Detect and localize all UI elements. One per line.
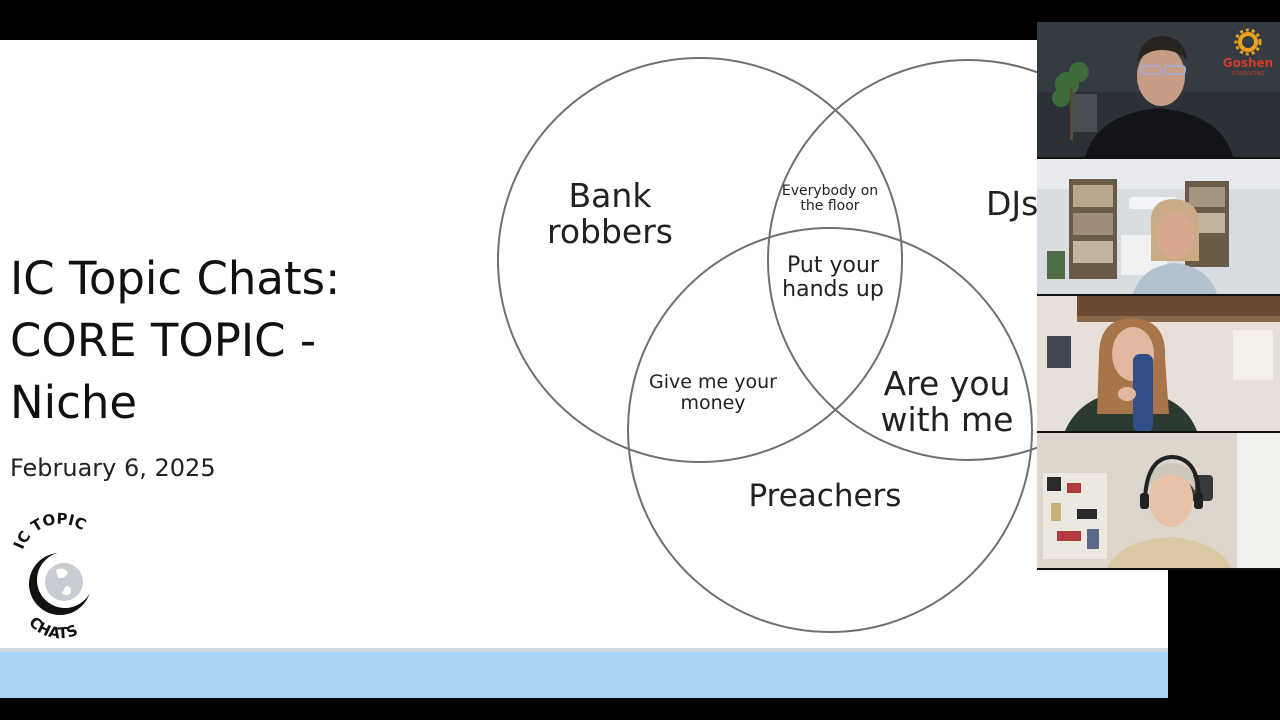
presentation-slide: IC Topic Chats: CORE TOPIC - Niche Febru… (0, 40, 1168, 698)
venn-label-preachers: Preachers (748, 478, 902, 514)
slide-date: February 6, 2025 (10, 454, 216, 482)
video-tile-participant-3[interactable] (1037, 296, 1280, 431)
participant-4-person (1107, 454, 1231, 568)
participant-1-person (1085, 36, 1233, 157)
venn-label-bank-robbers: Bank robbers (547, 176, 673, 251)
venn-circle-preachers (627, 227, 1033, 633)
quilt-wall-art (1043, 473, 1107, 559)
bookshelf-image (1069, 179, 1229, 279)
venn-circle-djs (767, 59, 1168, 461)
venn-label-djs: DJs (986, 184, 1039, 223)
venn-label-give-me-your-money: Give me your money (649, 371, 777, 414)
plant-image (1052, 62, 1089, 140)
venn-diagram (497, 57, 1168, 633)
video-tile-participant-1[interactable]: Goshen CONSULTING (1037, 22, 1280, 157)
ic-topic-chats-logo: IC TOPIC CHATS (12, 512, 93, 643)
slide-band-divider (0, 648, 1168, 652)
video-tile-participant-4[interactable] (1037, 433, 1280, 568)
participant-2-person (1133, 199, 1217, 294)
video-tile-participant-2[interactable] (1037, 159, 1280, 294)
sun-logo-icon (1234, 28, 1262, 56)
slide-title-line-3: Niche (10, 376, 138, 429)
crescent-globe-icon (29, 552, 93, 615)
venn-label-put-your-hands-up: Put your hands up (782, 253, 884, 302)
brand-logo-text: Goshen (1223, 56, 1273, 70)
participant-3-person (1065, 318, 1197, 431)
slide-bottom-band (0, 652, 1168, 698)
brand-logo-subtext: CONSULTING (1232, 71, 1264, 77)
slide-title: IC Topic Chats: CORE TOPIC - Niche (10, 248, 340, 434)
slide-title-line-1: IC Topic Chats: (10, 252, 341, 305)
venn-label-are-you-with-me: Are you with me (880, 364, 1014, 439)
video-call-panel: Goshen CONSULTING (1037, 22, 1280, 570)
slide-title-line-2: CORE TOPIC - (10, 314, 317, 367)
venn-label-everybody-on-the-floor: Everybody on the floor (781, 183, 879, 215)
venn-circle-bank-robbers (497, 57, 903, 463)
